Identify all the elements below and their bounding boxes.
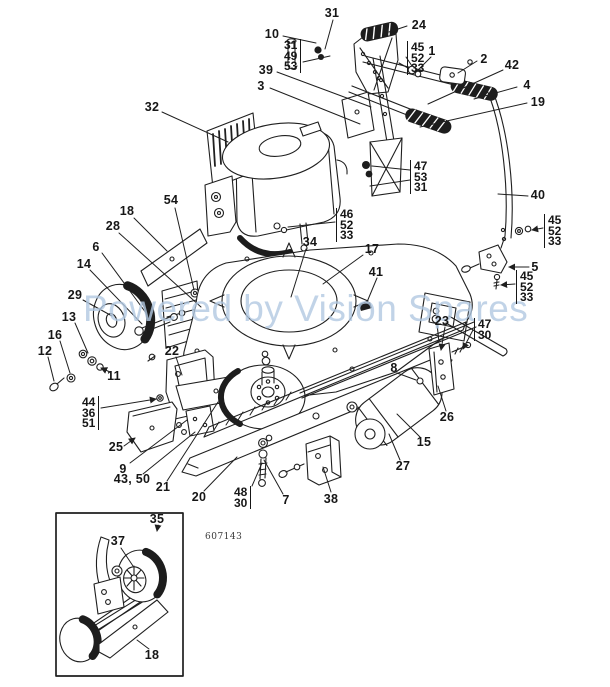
part-callout: 16 (47, 328, 63, 342)
part-callout: 38 (323, 492, 339, 506)
part-callout: 2 (480, 52, 488, 66)
part-callout: 26 (439, 410, 455, 424)
part-callout: 34 (302, 235, 318, 249)
inset-figure (55, 512, 184, 677)
part-callout: 21 (155, 480, 171, 494)
bracket-38 (258, 434, 342, 487)
part-callout: 54 (163, 193, 179, 207)
part-callout: 35 (149, 512, 165, 526)
handle-assembly (286, 21, 532, 290)
part-callout: 9 (119, 462, 127, 476)
leader-lines (47, 19, 544, 650)
part-callout: 28 (105, 219, 121, 233)
part-callout: 3 (257, 79, 265, 93)
part-callout: 24 (411, 18, 427, 32)
part-callout: 18 (119, 204, 135, 218)
part-callout: 27 (395, 459, 411, 473)
part-callout: 20 (191, 490, 207, 504)
part-callout: 43, 50 (113, 472, 151, 486)
part-callout: 12 (37, 344, 53, 358)
part-callout: 15 (416, 435, 432, 449)
part-callout: 39 (258, 63, 274, 77)
part-callout: 5 (531, 260, 539, 274)
part-callout: 40 (530, 188, 546, 202)
part-callout: 19 (530, 95, 546, 109)
part-callout: 7 (282, 493, 290, 507)
diagram-number: 607143 (205, 532, 243, 542)
part-callout: 6 (92, 240, 100, 254)
deck-17 (182, 242, 508, 403)
part-callout: 1 (428, 44, 436, 58)
part-callout: 13 (61, 310, 77, 324)
part-callout: 42 (504, 58, 520, 72)
part-callout: 14 (76, 257, 92, 271)
part-callout: 29 (67, 288, 83, 302)
part-callout: 10 (264, 27, 280, 41)
engine-32 (204, 112, 348, 258)
part-callout: 25 (108, 440, 124, 454)
part-callout: 32 (144, 100, 160, 114)
part-callout: 31 (324, 6, 340, 20)
part-callout: 22 (164, 344, 180, 358)
part-callout: 41 (368, 265, 384, 279)
part-callout: 11 (107, 369, 121, 383)
part-callout: 18 (144, 648, 160, 662)
muffler-27 (346, 307, 472, 450)
part-callout: 23 (434, 314, 450, 328)
part-callout: 4 (523, 78, 531, 92)
part-callout: 8 (390, 361, 398, 375)
part-callout: 37 (110, 534, 126, 548)
part-callout: 17 (364, 242, 380, 256)
